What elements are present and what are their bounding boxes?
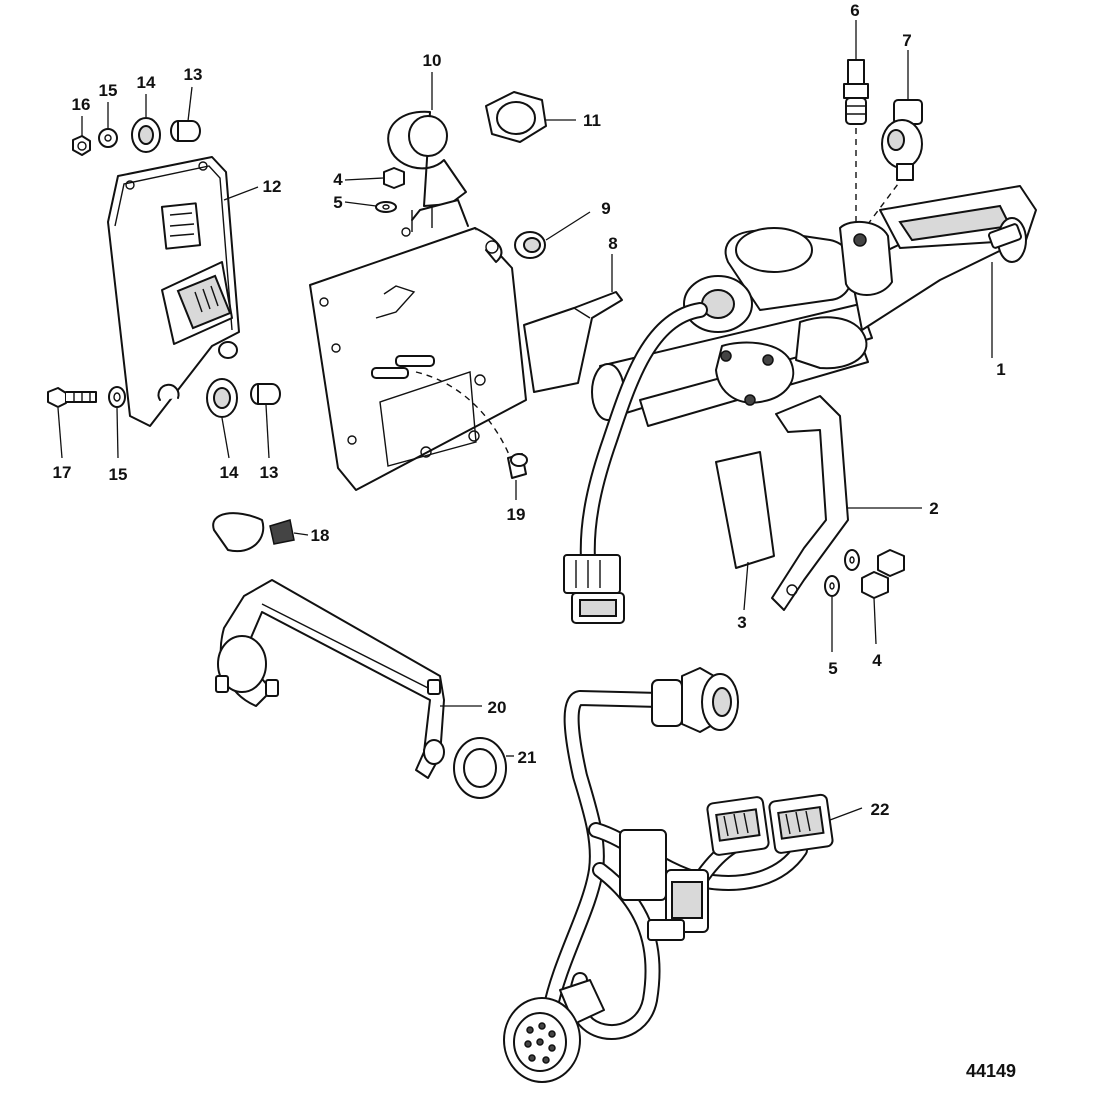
pin-connector-a-22: [706, 796, 770, 856]
callout-8: 8: [608, 234, 617, 253]
callout-9: 9: [601, 199, 610, 218]
grommet-9: [514, 231, 546, 259]
callout-15-bottom: 15: [109, 465, 128, 484]
callout-20: 20: [488, 698, 507, 717]
ring-terminal-10: [387, 110, 467, 207]
hex-nut-11: [485, 91, 547, 143]
callout-13-bottom: 13: [260, 463, 279, 482]
hardware-15-washer-bottom: [108, 386, 126, 408]
callout-14-bottom: 14: [220, 463, 239, 482]
actuator-assembly-1: [591, 185, 1037, 427]
callout-5-bottom: 5: [828, 659, 837, 678]
module-cover-plate-12: [107, 156, 240, 427]
leader-lines: [57, 20, 993, 821]
round-connector-22: [503, 979, 605, 1083]
figure-number: 44149: [966, 1061, 1016, 1081]
washer-21: [453, 737, 507, 799]
callout-3: 3: [737, 613, 746, 632]
callout-13-top: 13: [184, 65, 203, 84]
callout-19: 19: [507, 505, 526, 524]
clip-18: [212, 512, 295, 553]
pad-3: [715, 451, 775, 569]
hardware-15-washer-top: [98, 128, 118, 148]
hardware-16-nut: [72, 135, 91, 156]
callout-7: 7: [902, 31, 911, 50]
pin-connector-b-22: [768, 793, 834, 854]
callout-6: 6: [850, 1, 859, 20]
callout-15-top: 15: [99, 81, 118, 100]
callout-10: 10: [423, 51, 442, 70]
callout-2: 2: [929, 499, 938, 518]
callout-12: 12: [263, 177, 282, 196]
callout-18: 18: [311, 526, 330, 545]
sensor-6: [843, 59, 869, 125]
hardware-4-nut-top: [383, 167, 405, 189]
bracket-2: [771, 395, 849, 611]
hardware-13-spacer-bottom: [250, 383, 281, 405]
connector-lead-1: [563, 554, 625, 624]
callout-5-top: 5: [333, 193, 342, 212]
callout-11: 11: [583, 111, 601, 130]
callout-21: 21: [518, 748, 537, 767]
callout-14-top: 14: [137, 73, 156, 92]
hardware-17-bolt: [47, 387, 97, 408]
callout-17: 17: [53, 463, 72, 482]
assembly-line-19: [415, 371, 513, 463]
hardware-5-washer-lower: [824, 549, 860, 597]
callout-22: 22: [871, 800, 890, 819]
callout-16: 16: [72, 95, 91, 114]
hardware-4-nut-lower: [861, 549, 905, 599]
callout-labels: 1 2 3 4 4 5 5 6 7 8 9 10 11 12 13 13 14 …: [53, 1, 1006, 819]
callout-4-top: 4: [333, 170, 343, 189]
harness-lead-1: [579, 302, 708, 568]
hardware-14-grommet-top: [131, 117, 161, 153]
support-bracket-20: [215, 579, 445, 779]
hardware-14-grommet-bottom: [206, 378, 238, 418]
callout-1: 1: [996, 360, 1005, 379]
inline-connector-22: [619, 829, 709, 941]
hardware-5-washer-top: [375, 201, 397, 213]
pad-8: [523, 291, 623, 393]
spacer-19: [507, 453, 528, 479]
mounting-bracket: [309, 199, 527, 491]
sensor-7: [881, 99, 923, 181]
hardware-13-spacer-top: [170, 120, 201, 142]
bulkhead-connector-22: [651, 667, 739, 733]
callout-4-bottom: 4: [872, 651, 882, 670]
